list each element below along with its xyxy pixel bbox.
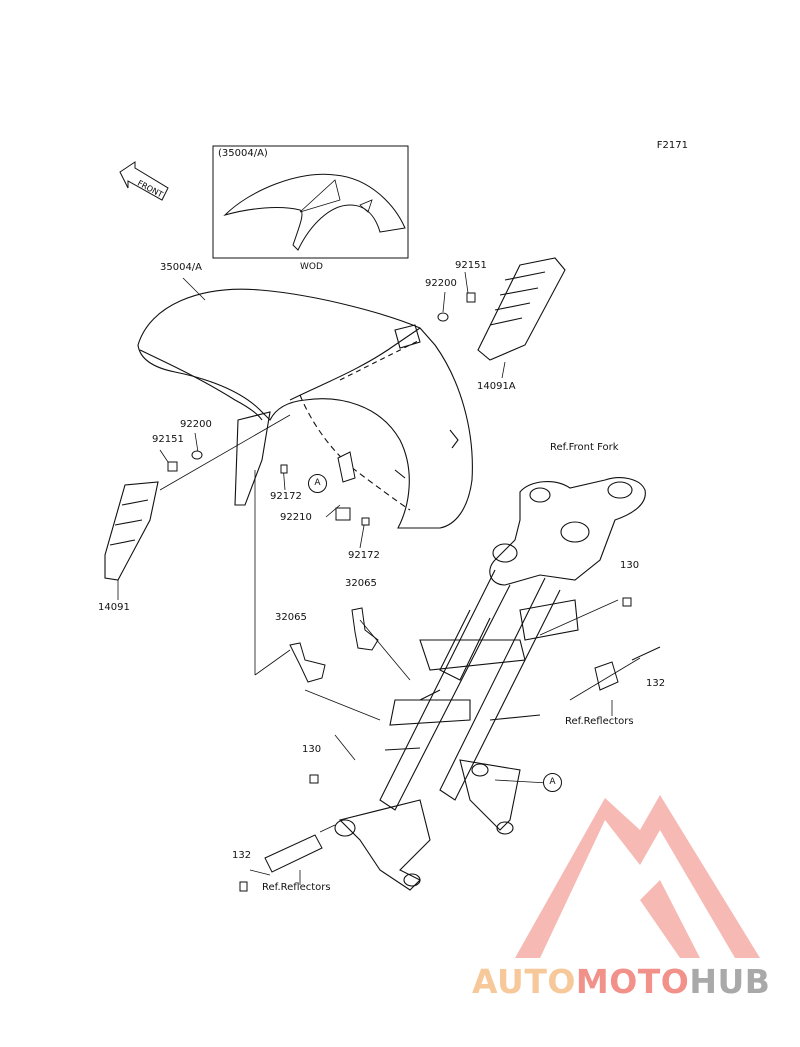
part-label: 92172 [270,491,302,502]
inset-caption: (35004/A) [218,148,268,159]
diagram-code: F2171 [656,140,688,151]
reflector-bracket [264,661,619,873]
callout-a: A [543,773,562,792]
front-fender [137,288,473,529]
part-label: 92151 [455,260,487,271]
part-label: 32065 [345,578,377,589]
part-label: 35004/A [160,262,203,273]
watermark-part: MOTO [575,962,690,1001]
part-label: 92151 [152,434,184,445]
part-label: 14091A [477,381,516,392]
part-label: 130 [302,744,322,755]
part-label: 92200 [425,278,457,289]
part-label: 92172 [348,550,380,561]
part-label: Ref.Front Fork [550,442,619,453]
reflector-14091a [477,257,566,361]
fasteners [167,292,661,892]
bracket-32065 [289,607,379,683]
watermark-logo-icon [515,795,760,958]
inset-footer: WOD [300,262,323,272]
inset-box [212,145,409,259]
reflector-14091 [104,481,159,581]
part-label: 132 [232,850,252,861]
part-label: 14091 [98,602,130,613]
part-label: 132 [646,678,666,689]
part-label: 92210 [280,512,312,523]
watermark-part: AUTO [472,962,576,1001]
part-label: 92200 [180,419,212,430]
watermark-part: HUB [689,962,771,1001]
part-label: Ref.Reflectors [262,882,331,893]
watermark-text: AUTOMOTOHUB [472,962,770,1001]
front-arrow-icon: FRONT [119,161,169,201]
part-label: Ref.Reflectors [565,716,634,727]
part-label: 130 [620,560,640,571]
callout-a: A [308,474,327,493]
part-label: 32065 [275,612,307,623]
front-fork [334,477,646,891]
